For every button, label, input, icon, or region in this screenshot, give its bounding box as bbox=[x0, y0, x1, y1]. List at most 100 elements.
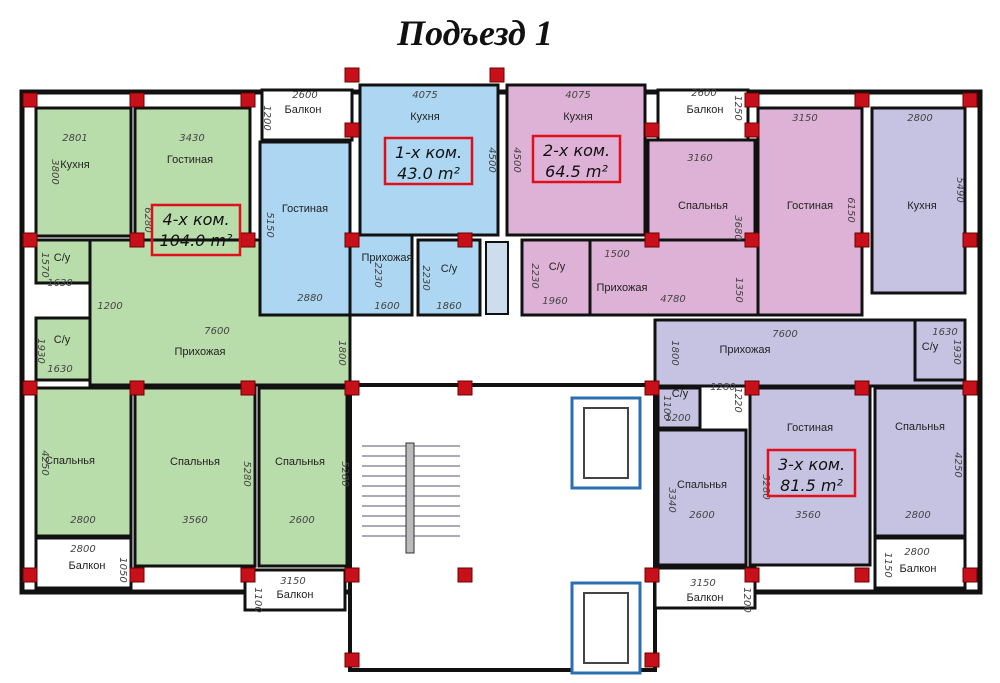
dimension-label: 1570 bbox=[39, 252, 50, 277]
room-bedroom bbox=[873, 386, 967, 538]
dimension-label: 1630 bbox=[47, 364, 72, 375]
dimension-label: 2600 bbox=[691, 88, 716, 99]
dimension-label: 1800 bbox=[669, 340, 680, 365]
room-bathroom bbox=[913, 318, 967, 382]
page-title: Подъезд 1 bbox=[397, 13, 553, 53]
structural-column-icon bbox=[129, 232, 145, 248]
structural-column-icon bbox=[129, 380, 145, 396]
room-label: Балкон bbox=[900, 563, 937, 575]
room-label: Кухня bbox=[60, 159, 89, 171]
apartment-rooms: 2-х ком. bbox=[543, 141, 610, 160]
structural-column-icon bbox=[240, 380, 256, 396]
room-label: Спальнья bbox=[895, 421, 945, 433]
dimension-label: 1280 bbox=[710, 382, 735, 393]
structural-column-icon bbox=[344, 567, 360, 583]
room-living bbox=[258, 140, 352, 317]
dimension-label: 1100 bbox=[252, 587, 263, 612]
room-bedroom bbox=[656, 428, 748, 567]
dimension-label: 1150 bbox=[882, 552, 893, 577]
dimension-label: 7600 bbox=[772, 329, 797, 340]
balcony bbox=[656, 88, 750, 142]
structural-column-icon bbox=[962, 232, 978, 248]
structural-column-icon bbox=[644, 567, 660, 583]
balcony bbox=[260, 88, 354, 142]
structural-column-icon bbox=[644, 122, 660, 138]
dimension-label: 1630 bbox=[47, 278, 72, 289]
room-kitchen bbox=[358, 83, 500, 237]
dimension-label: 1630 bbox=[932, 327, 957, 338]
structural-column-icon bbox=[129, 92, 145, 108]
dimension-label: 3340 bbox=[666, 487, 677, 512]
room-bedroom bbox=[257, 386, 349, 568]
structural-column-icon bbox=[644, 380, 660, 396]
apartment-badge bbox=[383, 136, 474, 186]
dimension-label: 4075 bbox=[412, 90, 437, 101]
room-hallway bbox=[653, 318, 967, 388]
structural-column-icon bbox=[344, 67, 360, 83]
room-label: Кухня bbox=[563, 111, 592, 123]
elevator-shaft bbox=[570, 581, 642, 675]
room-label: Прихожая bbox=[175, 346, 226, 358]
elevator-cabin-icon bbox=[583, 592, 629, 664]
room-bathroom bbox=[34, 316, 92, 382]
dimension-label: 5490 bbox=[954, 177, 965, 202]
dimension-label: 1250 bbox=[732, 95, 743, 120]
room-kitchen bbox=[34, 106, 133, 238]
apartment-badge bbox=[150, 203, 242, 257]
dimension-label: 2800 bbox=[907, 113, 932, 124]
dimension-label: 2230 bbox=[372, 262, 383, 287]
room-bedroom bbox=[34, 386, 133, 538]
dimension-label: 2230 bbox=[420, 265, 431, 290]
room-label: Кухня bbox=[907, 200, 936, 212]
room-label: Гостиная bbox=[787, 422, 833, 434]
apartment-badge bbox=[531, 134, 622, 184]
dimension-label: 3150 bbox=[690, 578, 715, 589]
structural-column-icon bbox=[344, 380, 360, 396]
room-label: Прихожая bbox=[597, 282, 648, 294]
room-hallway bbox=[348, 233, 414, 317]
dimension-label: 2230 bbox=[529, 263, 540, 288]
room-label: Балкон bbox=[285, 104, 322, 116]
dimension-label: 1220 bbox=[732, 387, 743, 412]
structural-column-icon bbox=[854, 567, 870, 583]
dimension-label: 4250 bbox=[39, 450, 50, 475]
dimension-label: 6150 bbox=[845, 197, 856, 222]
room-label: Балкон bbox=[687, 104, 724, 116]
structural-column-icon bbox=[854, 232, 870, 248]
dimension-label: 3160 bbox=[687, 153, 712, 164]
room-bathroom bbox=[656, 386, 702, 430]
stair-railing bbox=[405, 442, 415, 554]
room-bathroom bbox=[416, 238, 482, 317]
room-label: С/у bbox=[922, 341, 939, 353]
room-living bbox=[756, 106, 864, 317]
room-label: Спальнья bbox=[678, 200, 728, 212]
ventilation-shaft bbox=[485, 241, 509, 315]
dimension-label: 1600 bbox=[374, 301, 399, 312]
dimension-label: 1860 bbox=[436, 301, 461, 312]
room-kitchen bbox=[505, 83, 647, 237]
apartment-badge bbox=[766, 448, 857, 498]
dimension-label: 2800 bbox=[905, 510, 930, 521]
balcony bbox=[873, 536, 967, 590]
room-label: С/у bbox=[549, 261, 566, 273]
room-hallway bbox=[588, 238, 760, 317]
dimension-label: 1800 bbox=[336, 340, 347, 365]
elevator-cabin-icon bbox=[583, 407, 629, 479]
room-label: Спальнья bbox=[45, 455, 95, 467]
room-bathroom bbox=[34, 238, 92, 285]
structural-column-icon bbox=[240, 232, 256, 248]
dimension-label: 2801 bbox=[62, 133, 87, 144]
dimension-label: 2880 bbox=[297, 293, 322, 304]
dimension-label: 7600 bbox=[204, 326, 229, 337]
room-label: Балкон bbox=[277, 589, 314, 601]
dimension-label: 2600 bbox=[292, 90, 317, 101]
room-label: Гостиная bbox=[787, 200, 833, 212]
dimension-label: 4780 bbox=[660, 294, 685, 305]
room-label: Спальнья bbox=[677, 479, 727, 491]
dimension-label: 1350 bbox=[733, 277, 744, 302]
dimension-label: 3150 bbox=[792, 113, 817, 124]
room-label: Кухня bbox=[410, 111, 439, 123]
dimension-label: 1930 bbox=[951, 339, 962, 364]
structural-column-icon bbox=[489, 67, 505, 83]
